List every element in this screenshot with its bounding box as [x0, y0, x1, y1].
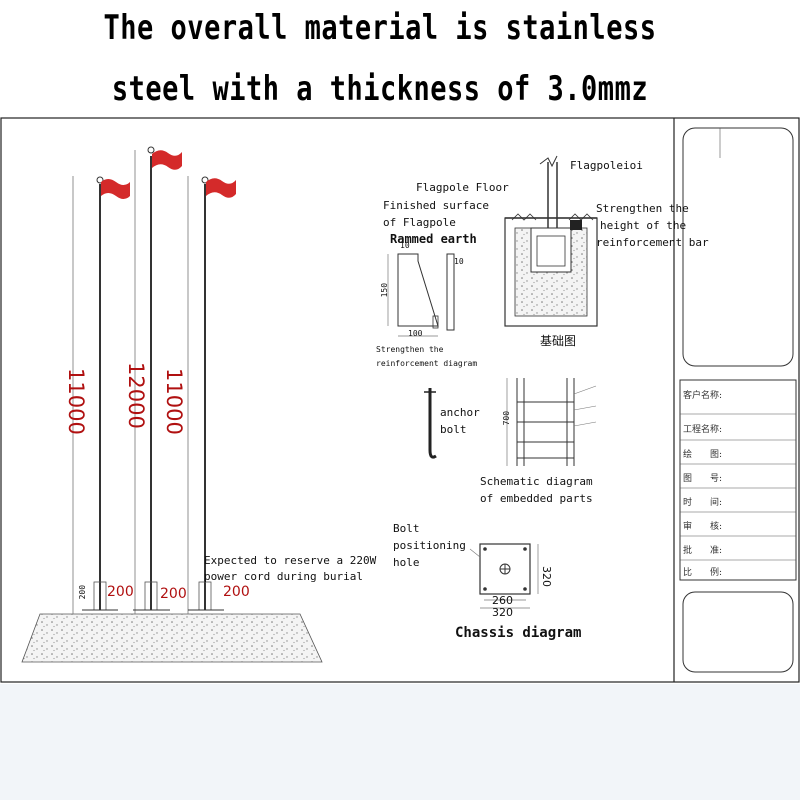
- technical-drawing: 11000 12000 11000 200 200 200 200 Expect…: [0, 116, 800, 684]
- power-cord-note: Expected to reserve a 220W: [204, 554, 377, 567]
- rebar-dim-top-right: 10: [454, 257, 464, 266]
- label-finished-surface: Finished surface: [383, 199, 489, 212]
- header-line-2: steel with a thickness of 3.0mmz: [111, 70, 649, 109]
- rebar-dim-bottom: 100: [408, 329, 423, 338]
- power-cord-note-2: power cord during burial: [204, 570, 363, 583]
- label-strengthen-3: reinforcement bar: [596, 236, 709, 249]
- chassis-dim-side: 320: [540, 566, 554, 588]
- rebar-bar: [446, 253, 455, 331]
- label-strengthen-2: height of the: [600, 219, 687, 232]
- lower-background: [0, 684, 800, 800]
- flag-right: [206, 178, 236, 198]
- title-block-project: 工程名称:: [683, 425, 723, 435]
- height-middle: 12000: [124, 362, 148, 429]
- anchor-bolt-shape: [428, 388, 437, 459]
- base-dimension: 200: [78, 584, 88, 600]
- embedded-parts-frame: [506, 378, 597, 466]
- title-block-approve: 批 准:: [683, 546, 723, 556]
- chassis-caption: Chassis diagram: [455, 625, 582, 641]
- rebar-profile: [397, 253, 439, 327]
- label-flagpole: Flagpoleioi: [570, 159, 643, 172]
- drawing-frame: [0, 117, 800, 683]
- label-finished-surface-2: of Flagpole: [383, 216, 456, 229]
- flag-left: [101, 179, 130, 199]
- bolt-label-1: Bolt: [393, 522, 420, 535]
- title-block-scale: 比 例:: [683, 568, 723, 578]
- title-block-drawing-no: 图 号:: [683, 474, 723, 484]
- bolt-label-2: positioning: [393, 539, 466, 552]
- spacing-middle: 200: [160, 586, 187, 602]
- label-flagpole-floor: Flagpole Floor: [416, 181, 509, 194]
- title-block-table: [679, 379, 797, 581]
- height-left: 11000: [64, 368, 88, 435]
- chassis-dim-outer: 320: [492, 606, 513, 619]
- embedded-dim-height: 700: [502, 410, 512, 426]
- anchor-label-2: bolt: [440, 423, 467, 436]
- spacing-left: 200: [107, 584, 134, 600]
- ground-foundation: [21, 613, 323, 663]
- chassis-dim-inner: 260: [492, 594, 513, 607]
- pole-middle-finial: [147, 146, 155, 154]
- rebar-dim-height: 150: [380, 282, 390, 298]
- label-strengthen-1: Strengthen the: [596, 202, 689, 215]
- title-block-upper: [682, 127, 794, 367]
- flag-middle: [152, 150, 182, 170]
- spacing-right: 200: [223, 584, 250, 600]
- label-rammed-earth: Rammed earth: [390, 232, 477, 246]
- drawing-canvas: [0, 117, 800, 683]
- title-block-lower: [682, 591, 794, 673]
- embedded-caption-2: of embedded parts: [480, 492, 593, 505]
- rebar-caption-1: Strengthen the: [376, 345, 444, 354]
- embedded-caption-1: Schematic diagram: [480, 475, 593, 488]
- height-right: 11000: [162, 368, 186, 435]
- pole-right-finial: [201, 176, 209, 184]
- title-block-review: 审 核:: [683, 522, 723, 532]
- rebar-caption-2: reinforcement diagram: [376, 359, 478, 368]
- rebar-dim-top-left: 10: [400, 241, 410, 250]
- bolt-label-3: hole: [393, 556, 420, 569]
- title-block-drawn: 绘 图:: [683, 450, 723, 460]
- anchor-label-1: anchor: [440, 406, 480, 419]
- pole-left-finial: [96, 176, 104, 184]
- title-block-time: 时 间:: [683, 498, 723, 508]
- header-line-1: The overall material is stainless: [103, 9, 657, 48]
- foundation-caption: 基础图: [540, 334, 577, 348]
- title-block-client: 客户名称:: [683, 391, 723, 401]
